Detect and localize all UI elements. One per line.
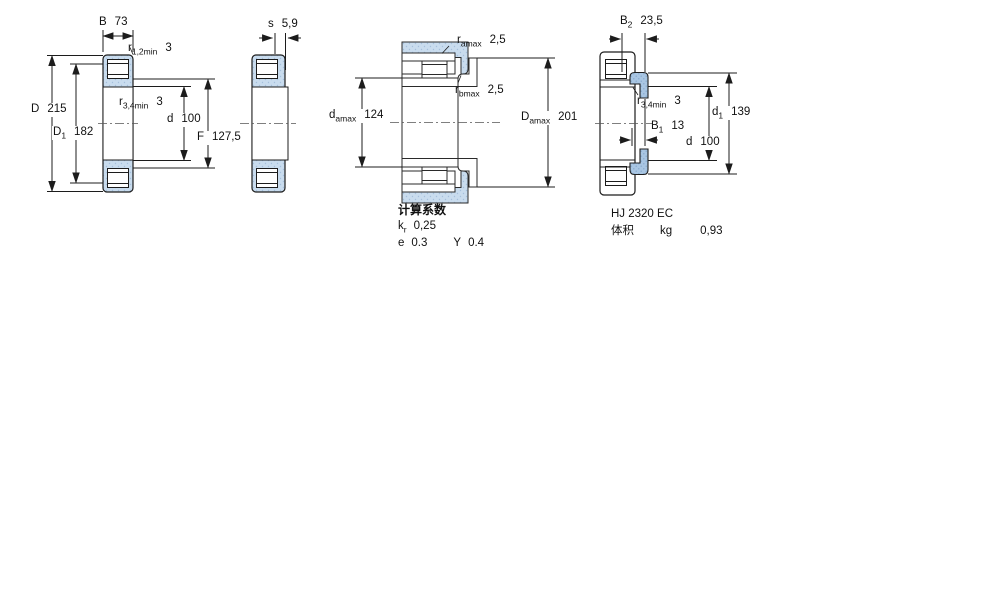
inner-ring-top <box>401 77 459 87</box>
angle-ring-top <box>629 71 649 99</box>
roller-bottom <box>256 168 278 188</box>
abutment-collar-top <box>457 57 478 87</box>
roller-top <box>107 59 129 79</box>
hj-designation: HJ 2320 EC <box>611 208 674 220</box>
hj-mass-row: 体积 kg 0,93 <box>611 224 723 238</box>
fig3-mounting-drawing <box>390 41 500 204</box>
outer-ring-band-top <box>401 52 456 62</box>
r12-leader <box>129 47 134 55</box>
angle-ring-info-block: HJ 2320 EC 体积 kg 0,93 <box>611 207 723 238</box>
inner-ring-bottom <box>401 158 459 168</box>
fig1-dimension-lines <box>47 30 215 193</box>
roller-top <box>605 59 627 79</box>
fig4-dimension-lines <box>609 33 737 175</box>
fig1-bearing-drawing <box>98 54 138 193</box>
rb-leader <box>457 75 462 84</box>
roller-top <box>421 60 448 79</box>
ra-leader <box>441 45 450 54</box>
roller-bottom <box>421 166 448 185</box>
mass-value: 0,93 <box>700 225 723 237</box>
fig2-bearing-drawing <box>240 54 296 193</box>
mass-unit: kg <box>660 225 673 237</box>
angle-ring-bottom <box>629 148 649 176</box>
mass-label: 体积 <box>611 225 634 237</box>
roller-top <box>256 59 278 79</box>
fig2-dimension-lines <box>259 33 301 70</box>
fig4-angle-ring-drawing <box>595 51 652 196</box>
roller-bottom <box>107 168 129 188</box>
calc-factors-title: 计算系数 <box>398 203 447 217</box>
roller-bottom <box>605 166 627 186</box>
abutment-collar-bottom <box>457 158 478 188</box>
r34-leader <box>632 87 639 96</box>
outer-ring-band-bottom <box>401 183 456 193</box>
